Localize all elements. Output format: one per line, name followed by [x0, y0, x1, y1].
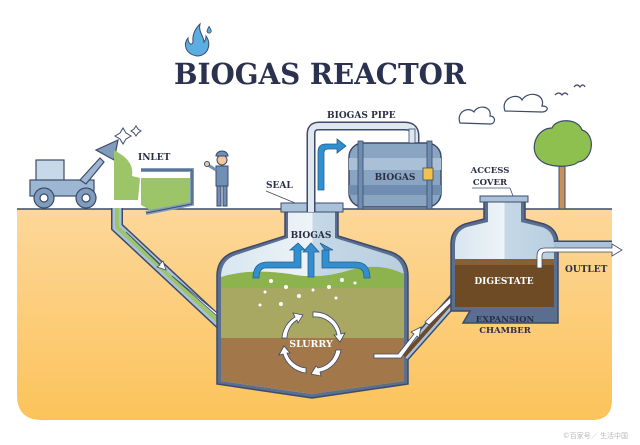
tree-icon — [533, 120, 592, 210]
access-cover-label-line1: ACCESS — [470, 166, 510, 176]
flame-icon — [184, 22, 212, 57]
inlet-label: INLET — [138, 153, 171, 163]
tractor-icon — [29, 138, 119, 209]
seal-leader-line — [265, 190, 296, 204]
seal-label: SEAL — [266, 181, 293, 191]
gas-bubbles — [258, 278, 357, 307]
expansion-chamber-label-line2: CHAMBER — [479, 326, 531, 336]
page-title: BIOGAS REACTOR — [174, 57, 467, 91]
sparkle-icon — [114, 125, 142, 145]
circulation-arrow-icon — [278, 311, 346, 377]
outlet-arrow-icon — [536, 243, 623, 269]
worker-icon — [204, 150, 229, 207]
gas-rising-arrow-icons — [252, 242, 371, 279]
cloud-icon — [458, 93, 548, 125]
gas-flow-arrow-icon — [317, 138, 347, 191]
biomass-stream — [114, 150, 140, 200]
storage-tank-label: BIOGAS — [375, 173, 416, 183]
inlet-hopper — [141, 168, 194, 215]
bird-icons — [554, 84, 586, 96]
digestate-label: DIGESTATE — [474, 277, 533, 287]
biogas-storage-tank — [348, 128, 442, 210]
slurry-label: SLURRY — [289, 339, 333, 350]
access-cover-leader-tick — [509, 187, 514, 197]
biogas-pipe-label: BIOGAS PIPE — [327, 111, 396, 121]
reactor-gas-label: BIOGAS — [291, 231, 332, 241]
inlet-pipe — [111, 208, 227, 330]
outlet-label: OUTLET — [565, 265, 608, 275]
access-cover-label-line2: COVER — [473, 178, 508, 188]
expansion-chamber-label-line1: EXPANSION — [476, 315, 535, 325]
access-cover — [479, 195, 529, 203]
reactor-tank — [216, 211, 409, 399]
watermark: ©百家号／ 生活中国 — [563, 431, 628, 440]
